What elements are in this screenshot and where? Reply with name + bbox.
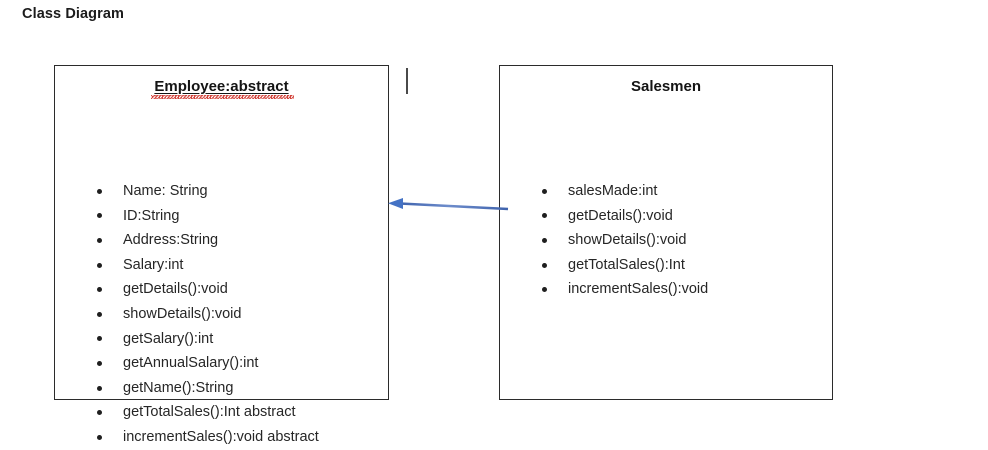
list-item: getTotalSales():Int bbox=[500, 253, 832, 278]
class-box-employee[interactable]: Employee:abstract Name: String ID:String… bbox=[54, 65, 389, 445]
document-canvas: Class Diagram Employee:abstract Name: St… bbox=[22, 6, 833, 445]
list-item: getSalary():int bbox=[55, 327, 388, 352]
member-list-employee: Name: String ID:String Address:String Sa… bbox=[55, 179, 388, 450]
bullet-icon bbox=[97, 287, 102, 293]
bullet-icon bbox=[542, 213, 547, 219]
member-label: Address:String bbox=[123, 232, 219, 249]
list-item: salesMade:int bbox=[500, 179, 832, 204]
member-label: getDetails():void bbox=[123, 281, 228, 298]
arrow-shaft bbox=[399, 202, 509, 211]
list-item: incrementSales():void abstract bbox=[55, 425, 388, 450]
list-item: showDetails():void bbox=[500, 228, 832, 253]
bullet-icon bbox=[542, 188, 547, 194]
class-title-employee: Employee:abstract bbox=[154, 78, 289, 95]
member-label: showDetails():void bbox=[123, 305, 242, 322]
member-label: incrementSales():void bbox=[568, 281, 709, 298]
bullet-icon bbox=[97, 213, 102, 219]
list-item: Address:String bbox=[55, 228, 388, 253]
list-item: showDetails():void bbox=[55, 302, 388, 327]
list-item: Name: String bbox=[55, 179, 388, 204]
member-label: Salary:int bbox=[123, 256, 184, 273]
member-label: salesMade:int bbox=[568, 183, 658, 199]
list-item: getName():String bbox=[55, 376, 388, 401]
member-label: getTotalSales():Int abstract bbox=[123, 404, 296, 421]
list-item: getTotalSales():Int abstract bbox=[55, 400, 388, 425]
bullet-icon bbox=[542, 287, 547, 293]
bullet-icon bbox=[542, 262, 547, 268]
inheritance-arrow[interactable] bbox=[386, 190, 512, 220]
member-label: getName():String bbox=[123, 379, 234, 396]
member-label: incrementSales():void abstract bbox=[123, 428, 319, 445]
member-label: getAnnualSalary():int bbox=[123, 355, 259, 372]
member-label: Name: String bbox=[123, 183, 208, 199]
bullet-icon bbox=[97, 262, 102, 268]
text-caret bbox=[406, 68, 408, 94]
bullet-icon bbox=[97, 434, 102, 440]
list-item: incrementSales():void bbox=[500, 277, 832, 302]
member-label: ID:String bbox=[123, 207, 180, 224]
class-box-salesmen[interactable]: Salesmen salesMade:int getDetails():void… bbox=[499, 65, 833, 400]
bullet-icon bbox=[97, 410, 102, 416]
arrow-head-icon bbox=[388, 198, 403, 209]
bullet-icon bbox=[542, 237, 547, 243]
spellcheck-underline-icon bbox=[151, 95, 294, 99]
list-item: ID:String bbox=[55, 204, 388, 229]
member-label: getDetails():void bbox=[568, 207, 673, 224]
list-item: getDetails():void bbox=[55, 277, 388, 302]
member-label: getSalary():int bbox=[123, 330, 214, 347]
list-item: getDetails():void bbox=[500, 204, 832, 229]
member-list-salesmen: salesMade:int getDetails():void showDeta… bbox=[500, 179, 832, 302]
bullet-icon bbox=[97, 237, 102, 243]
list-item: Salary:int bbox=[55, 253, 388, 278]
page-title: Class Diagram bbox=[22, 6, 125, 22]
bullet-icon bbox=[97, 360, 102, 366]
list-item: getAnnualSalary():int bbox=[55, 351, 388, 376]
member-label: getTotalSales():Int bbox=[568, 256, 685, 273]
class-title-salesmen: Salesmen bbox=[630, 78, 702, 95]
bullet-icon bbox=[97, 311, 102, 317]
member-label: showDetails():void bbox=[568, 232, 687, 249]
bullet-icon bbox=[97, 336, 102, 342]
bullet-icon bbox=[97, 188, 102, 194]
bullet-icon bbox=[97, 385, 102, 391]
